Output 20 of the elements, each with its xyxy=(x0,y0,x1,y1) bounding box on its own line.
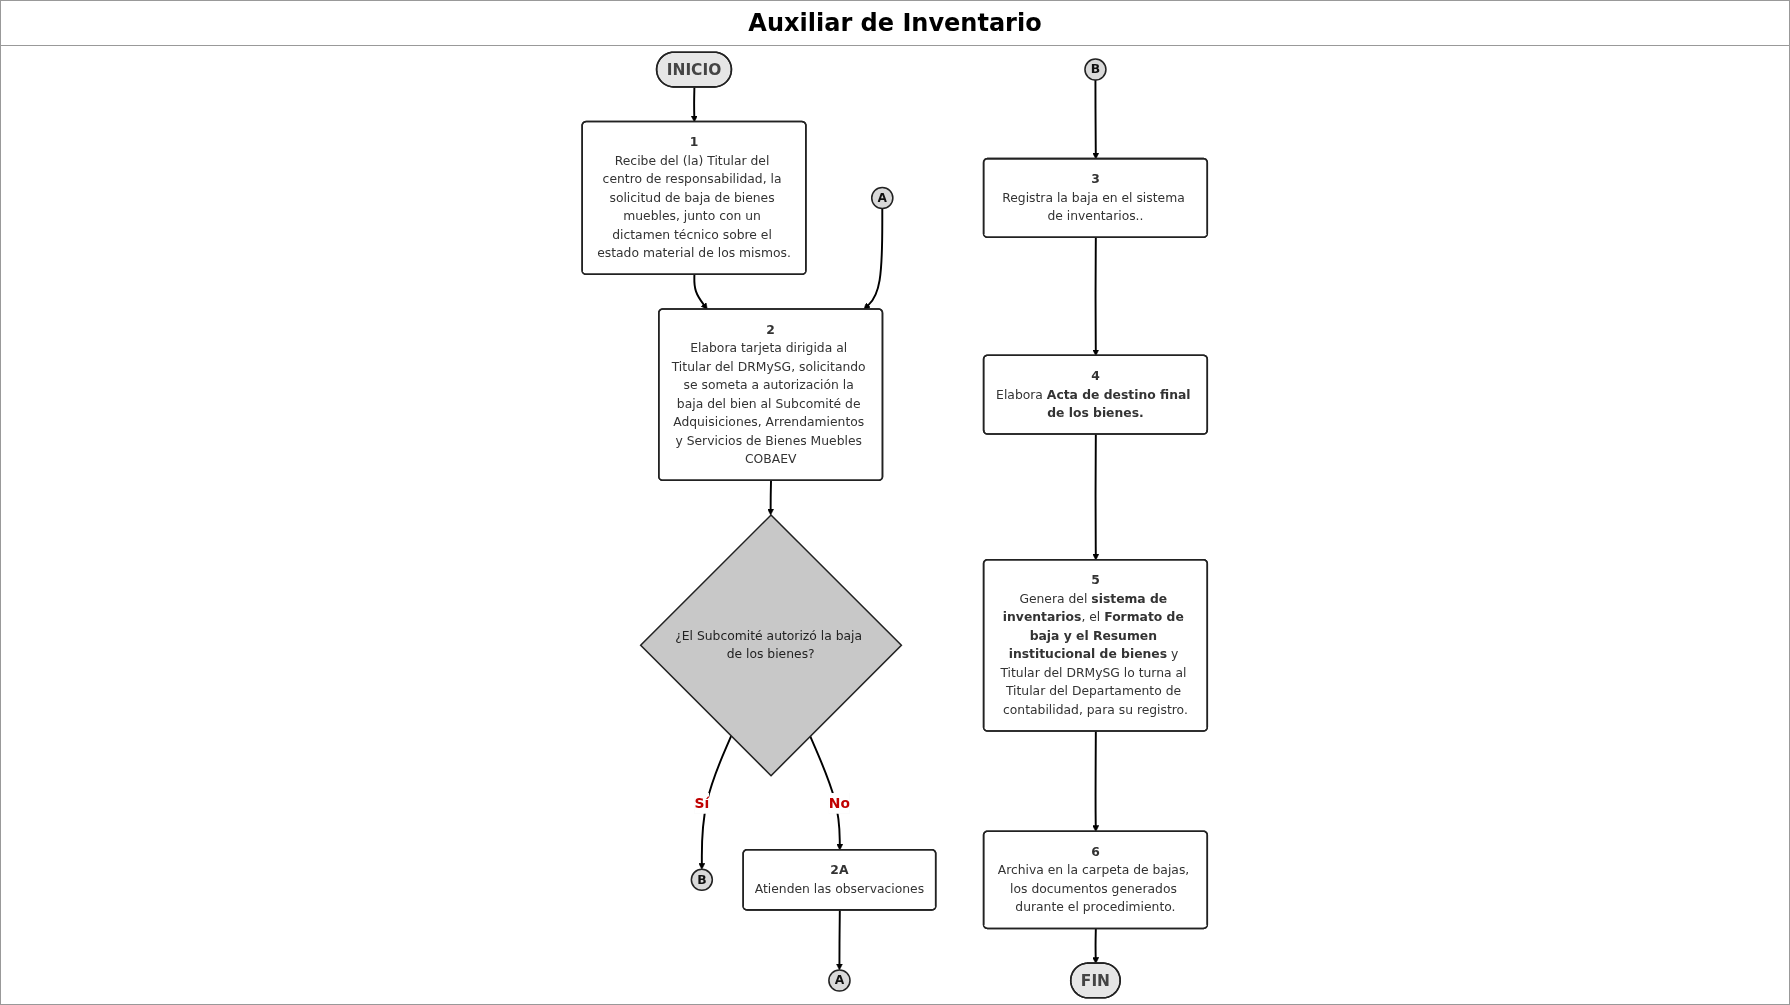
arrow xyxy=(1092,927,1100,964)
edge-label: No xyxy=(829,795,851,812)
arrow xyxy=(1092,730,1100,832)
node-diamond: ¿El Subcomité autorizó la baja de los bienes? xyxy=(639,513,903,777)
arrow xyxy=(809,735,844,851)
arrow xyxy=(863,207,884,310)
arrow xyxy=(767,479,775,516)
node-circle: B xyxy=(690,868,714,892)
edge-label: Sí xyxy=(694,795,710,812)
arrow xyxy=(1092,79,1100,160)
diagram-title: Auxiliar de Inventario xyxy=(1,1,1789,46)
arrow xyxy=(836,909,844,971)
node-circle: A xyxy=(871,186,894,210)
node-circle: A xyxy=(828,969,852,992)
arrow xyxy=(693,273,708,310)
node-circle: B xyxy=(1084,58,1107,81)
arrow xyxy=(691,86,698,123)
arrow xyxy=(1092,236,1100,356)
arrow xyxy=(698,735,733,870)
arrow xyxy=(1092,433,1100,561)
